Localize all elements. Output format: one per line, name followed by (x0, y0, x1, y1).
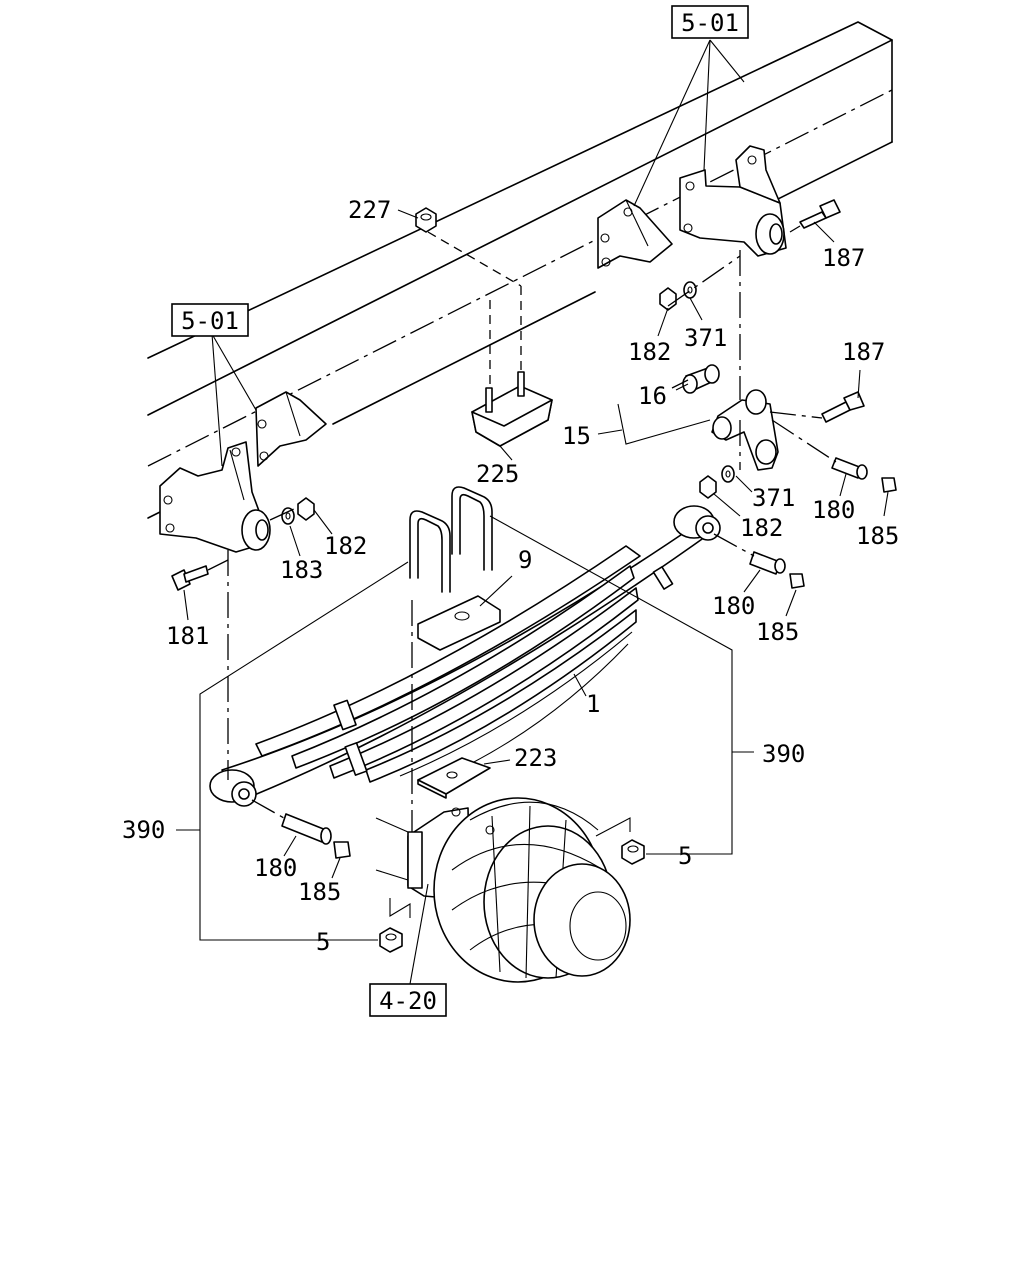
callout-5-left: 5 (316, 928, 330, 956)
gusset-bracket-left (255, 391, 327, 467)
washer-183 (281, 507, 295, 525)
callout-182-mid: 182 (740, 514, 783, 542)
bolt-187-mid (821, 391, 865, 423)
ref-box-axle: 4-20 (369, 983, 447, 1017)
nut-227 (415, 207, 437, 233)
leader-lines (176, 39, 889, 985)
callout-185-right: 185 (856, 522, 899, 550)
nut-182-mid (699, 475, 717, 499)
callout-187-mid: 187 (842, 338, 885, 366)
callout-5-right: 5 (678, 842, 692, 870)
u-bolt-rear (451, 486, 493, 571)
spring-pin-180-low (281, 813, 332, 845)
washer-371-top (683, 281, 697, 299)
callout-182-top: 182 (628, 338, 671, 366)
callout-183: 183 (280, 556, 323, 584)
callout-390-right: 390 (762, 740, 805, 768)
nut-182-top (659, 287, 677, 311)
spring-pin-180-mid (749, 551, 786, 575)
front-hanger-bracket-right (679, 145, 787, 257)
callout-180-low: 180 (254, 854, 297, 882)
leaf-spring (209, 505, 721, 807)
callout-9: 9 (518, 546, 532, 574)
ref-label-frame-top: 5-01 (681, 9, 739, 37)
callout-181: 181 (166, 622, 209, 650)
callout-185-mid: 185 (756, 618, 799, 646)
callout-227: 227 (348, 196, 391, 224)
alignment-centerlines (207, 225, 837, 881)
ref-label-frame-left: 5-01 (181, 307, 239, 335)
bolt-181 (171, 565, 209, 591)
callout-187-top: 187 (822, 244, 865, 272)
callout-182-left: 182 (324, 532, 367, 560)
callout-180-right: 180 (812, 496, 855, 524)
gusset-bracket-right (597, 199, 673, 269)
callout-labels: 227 187 182 371 187 16 15 225 371 182 18… (122, 196, 899, 956)
nut-182-left (297, 497, 315, 521)
grease-nipple-185-low (333, 841, 351, 859)
grease-nipple-185-right (881, 477, 897, 493)
callout-390-left: 390 (122, 816, 165, 844)
callout-180-mid: 180 (712, 592, 755, 620)
ref-box-frame-left: 5-01 (171, 303, 249, 337)
nut-5-right (621, 839, 645, 865)
callout-15: 15 (562, 422, 591, 450)
spacer-plate (417, 757, 491, 799)
callout-225: 225 (476, 460, 519, 488)
nut-5-left (379, 927, 403, 953)
callout-16: 16 (638, 382, 667, 410)
washer-371-mid (721, 465, 735, 483)
callout-1: 1 (586, 690, 600, 718)
grease-nipple-185-mid (789, 573, 805, 589)
bumper-stopper (427, 231, 553, 447)
spring-pin-180-right (831, 457, 868, 480)
u-bolt-front (409, 510, 451, 593)
front-hanger-bracket-left (159, 441, 271, 553)
ref-box-frame-top: 5-01 (671, 5, 749, 39)
callout-185-low: 185 (298, 878, 341, 906)
ref-label-axle: 4-20 (379, 987, 437, 1015)
callout-371-mid: 371 (752, 484, 795, 512)
callout-371-top: 371 (684, 324, 727, 352)
callout-223: 223 (514, 744, 557, 772)
spring-shackle-assembly (682, 364, 779, 471)
axle-brake-drum (407, 797, 631, 983)
bolt-187-top (799, 199, 841, 229)
